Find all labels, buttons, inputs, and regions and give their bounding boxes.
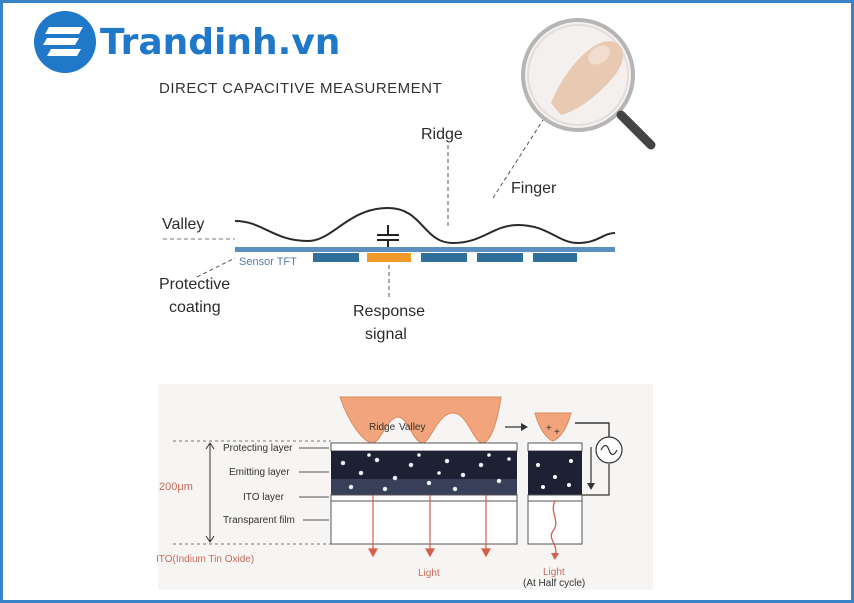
emitting-particles [340, 453, 511, 492]
ito-note: ITO(Indium Tin Oxide) [156, 554, 254, 565]
finger-tip-shape [534, 412, 572, 442]
down-arrow-icon [587, 483, 595, 490]
sensor-cell [533, 253, 577, 262]
response-signal-label-line2: signal [365, 326, 407, 343]
light-right-label-line1: Light [543, 567, 565, 578]
light-wave [550, 500, 557, 556]
valley-label-bottom: Valley [399, 422, 426, 433]
ito-layer-label: ITO layer [243, 492, 285, 503]
coating-leader-line [196, 257, 236, 278]
sensor-cell [313, 253, 359, 262]
layer-stack [330, 442, 518, 545]
logo-text: Trandinh.vn [100, 22, 340, 63]
capacitor-icon [377, 225, 399, 247]
right-arrow-icon [521, 423, 528, 431]
protective-coating-label-line2: coating [169, 299, 221, 316]
response-signal-label-line1: Response [353, 303, 425, 320]
magnifier-finger-icon [521, 18, 656, 150]
response-cell [367, 253, 411, 262]
svg-text:+: + [546, 423, 552, 434]
protecting-layer-label: Protecting layer [223, 443, 293, 454]
finger-leader-line [492, 119, 544, 199]
transparent-film-label: Transparent film [223, 515, 295, 526]
logo[interactable]: Trandinh.vn [34, 11, 340, 73]
finger-label: Finger [511, 180, 557, 197]
thickness-label: 200μm [159, 481, 193, 493]
light-label: Light [418, 568, 440, 579]
sensor-cell [477, 253, 523, 262]
sensor-bar [235, 247, 615, 252]
diagram-canvas: Trandinh.vn DIRECT CAPACITIVE MEASUREMEN… [34, 11, 656, 590]
top-diagram-title: DIRECT CAPACITIVE MEASUREMENT [159, 80, 442, 97]
sensor-tft-label: Sensor TFT [239, 256, 297, 268]
light-arrows [367, 495, 492, 558]
valley-label: Valley [162, 216, 204, 233]
ridge-label-bottom: Ridge [369, 422, 396, 433]
finger-ridges-shape [339, 396, 502, 444]
protective-coating-label-line1: Protective [159, 276, 230, 293]
svg-text:+: + [554, 427, 560, 438]
finger-skin-wave [234, 206, 616, 245]
sensor-cell [421, 253, 467, 262]
light-right-label-line2: (At Half cycle) [523, 578, 585, 589]
emitting-layer-label: Emitting layer [229, 467, 290, 478]
logo-stripes-icon [43, 27, 83, 56]
ridge-label: Ridge [421, 126, 463, 143]
